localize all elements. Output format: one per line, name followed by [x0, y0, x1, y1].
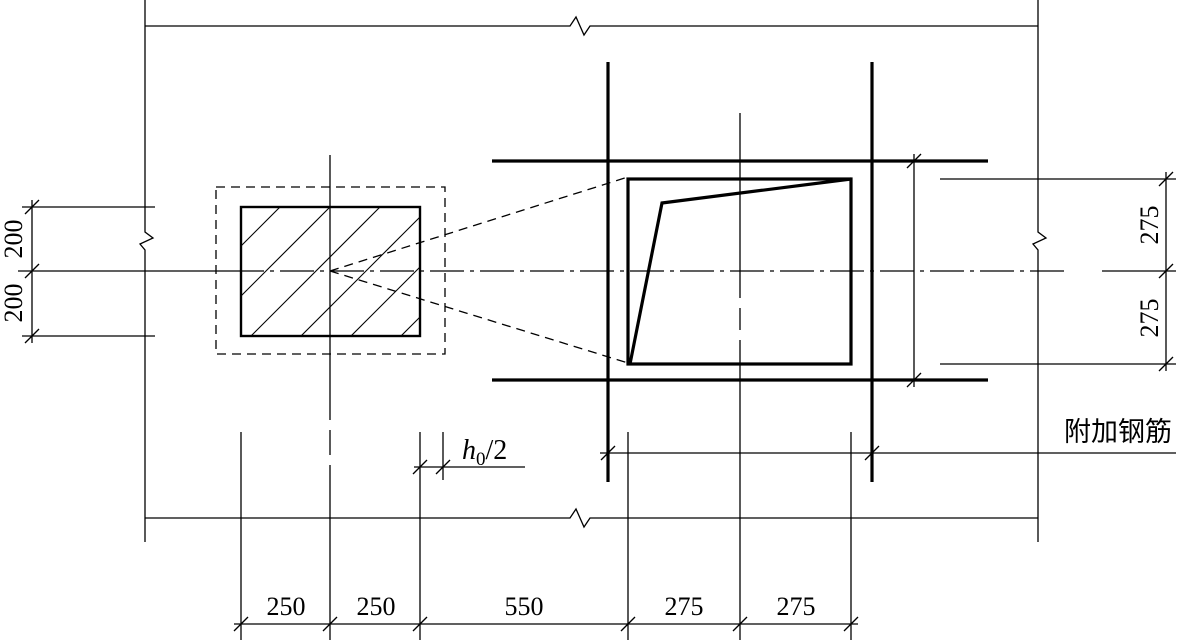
rebar-length-dimension: 附加钢筋	[600, 417, 1176, 461]
rebar-label: 附加钢筋	[1064, 417, 1172, 448]
enlargement-leaders	[329, 176, 629, 364]
right-dimensions: 275 275	[906, 153, 1176, 388]
slab-left-edge	[138, 0, 155, 542]
column-hatching	[241, 207, 420, 336]
column-section	[239, 205, 422, 338]
dim-right-bottom: 275	[1135, 299, 1164, 338]
slab-bottom-edge	[145, 507, 1038, 529]
slab-right-edge	[1031, 0, 1048, 542]
dim-bottom-1: 250	[267, 592, 306, 621]
offset-label: h0/2	[462, 435, 507, 470]
offset-dimension: h0/2	[412, 432, 525, 640]
failure-trace	[628, 177, 852, 365]
left-dimensions: 200 200	[0, 199, 155, 344]
dim-left-top: 200	[0, 220, 28, 259]
dim-bottom-4: 275	[665, 592, 704, 621]
slab-boundary	[138, 0, 1048, 542]
dim-right-top: 275	[1135, 206, 1164, 245]
dim-left-bottom: 200	[0, 284, 28, 323]
dim-bottom-2: 250	[357, 592, 396, 621]
dim-bottom-5: 275	[777, 592, 816, 621]
rebar-detail	[492, 62, 988, 640]
bottom-dimensions: 250 250 550 275 275	[233, 432, 859, 640]
dim-bottom-3: 550	[505, 592, 544, 621]
slab-top-edge	[145, 15, 1038, 37]
